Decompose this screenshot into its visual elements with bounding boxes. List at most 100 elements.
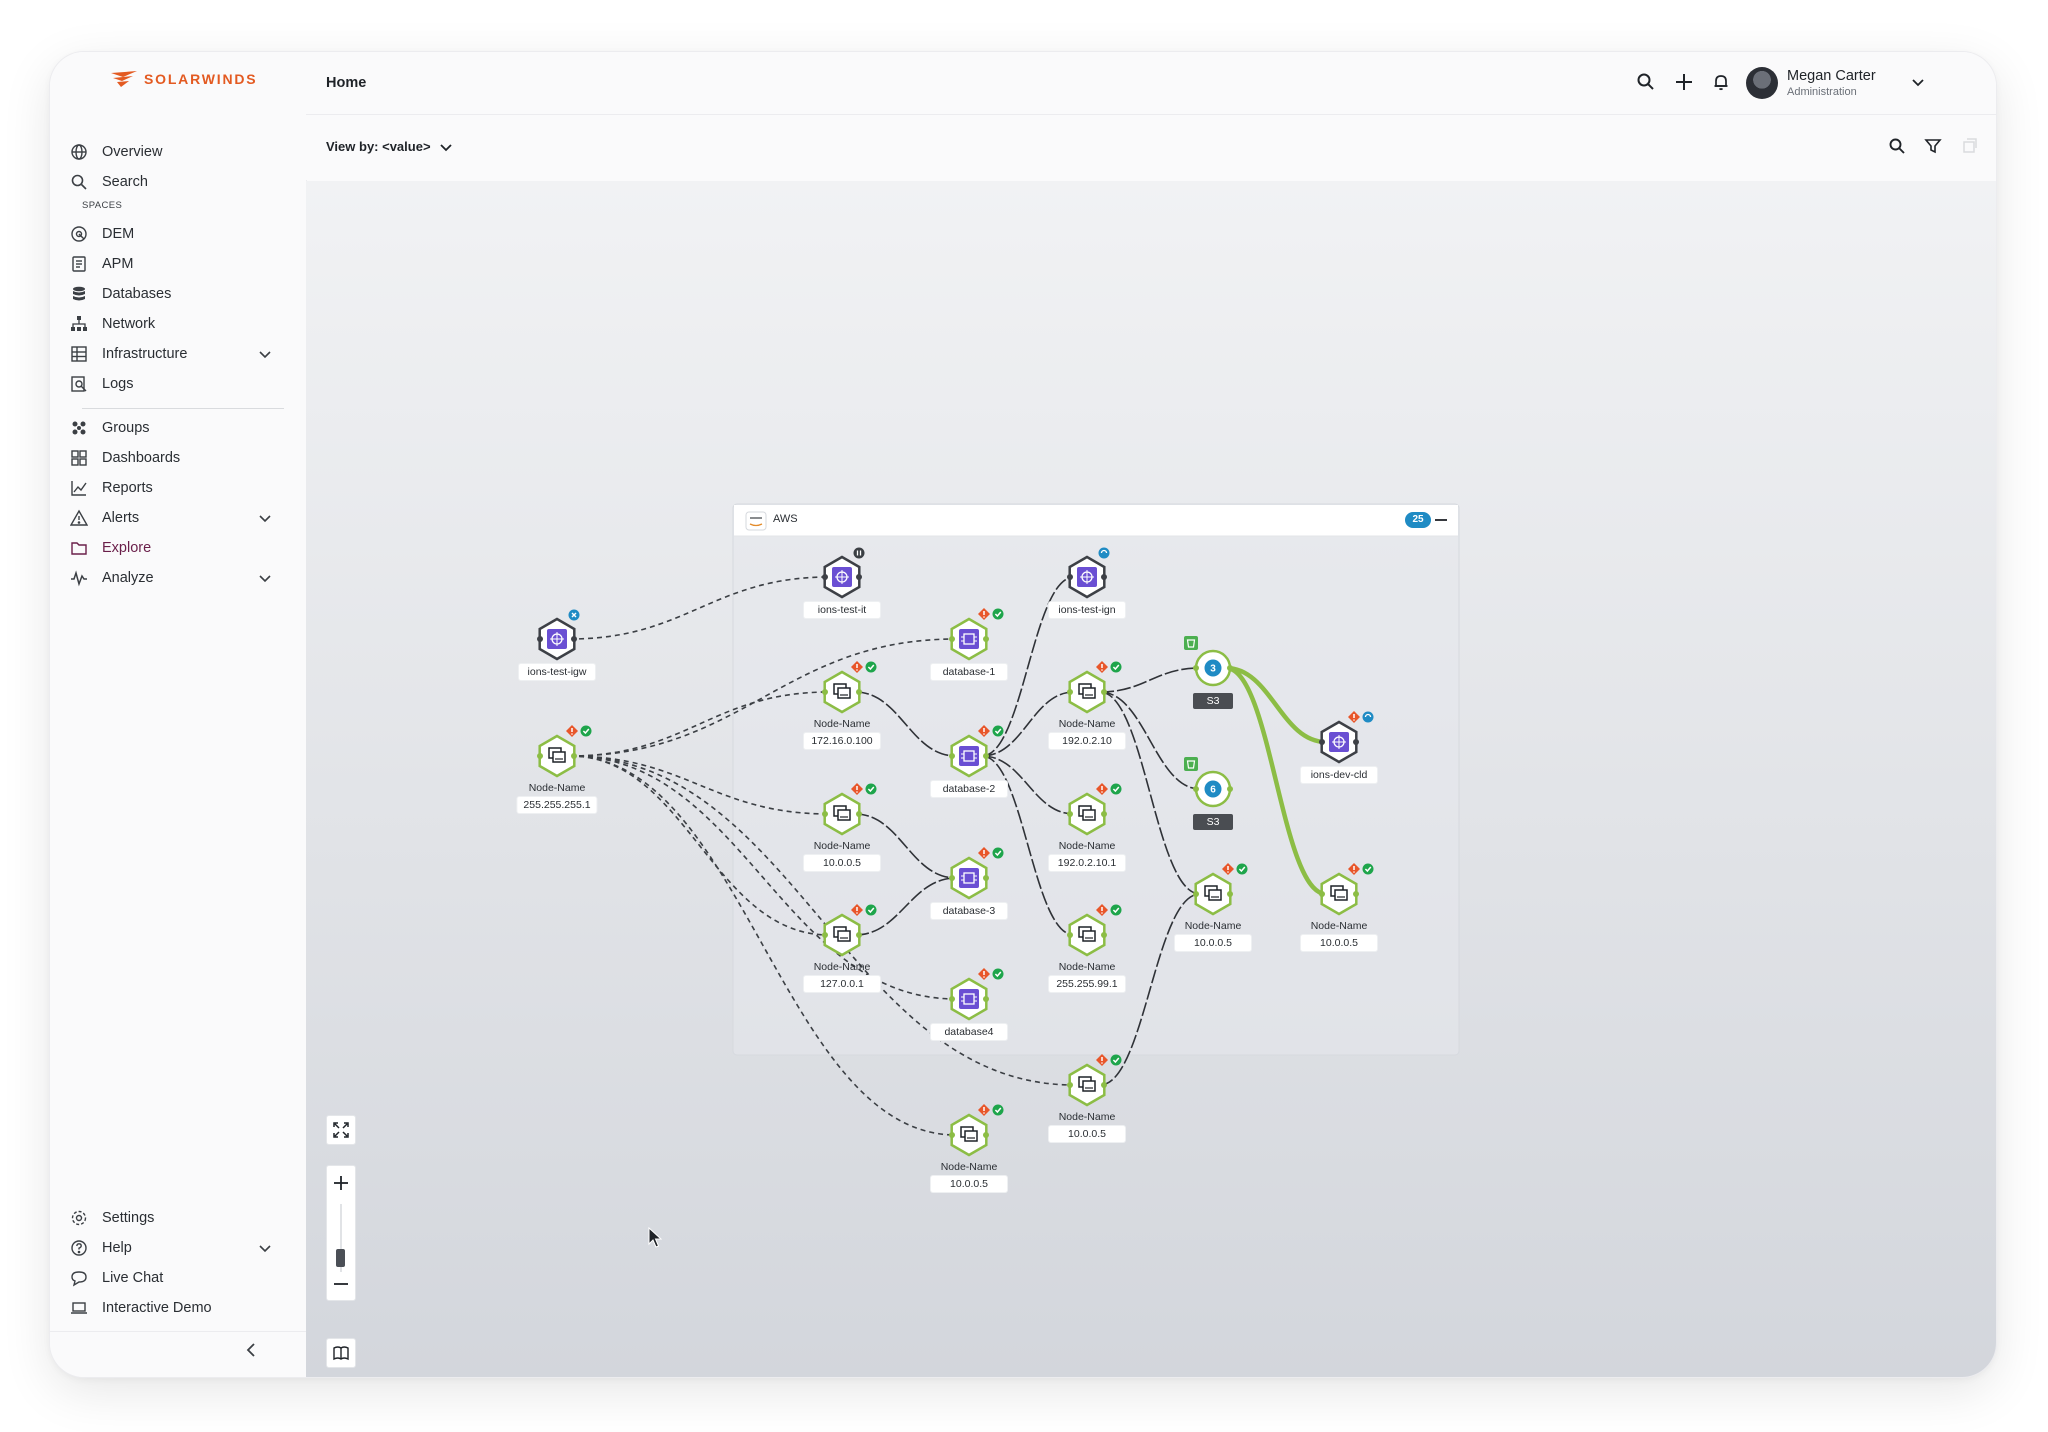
search-icon[interactable] [1636,72,1656,92]
database-icon [959,746,979,766]
zoom-out-icon[interactable] [332,1275,350,1293]
connection-edge[interactable] [854,877,957,936]
sidebar-item-dem[interactable]: DEM [70,220,294,248]
sidebar-item-live-chat[interactable]: Live Chat [70,1264,294,1292]
sidebar-item-search[interactable]: Search [70,168,294,196]
zoom-in-icon[interactable] [332,1174,350,1192]
add-icon[interactable] [1674,72,1694,92]
help-icon [71,1240,87,1256]
s3-bucket-icon [1184,757,1198,771]
chevron-down-icon[interactable] [1910,74,1926,90]
server-node[interactable] [1067,783,1122,836]
connection-edge[interactable] [1099,893,1201,1086]
connection-edge[interactable] [569,755,830,936]
brand-logo[interactable]: SOLARWINDS [109,69,257,89]
sidebar-item-help[interactable]: Help [70,1234,294,1262]
user-name[interactable]: Megan Carter [1787,68,1876,84]
filter-icon[interactable] [1924,137,1942,155]
solarwinds-logo-icon [111,71,137,87]
database-node[interactable] [949,725,1004,778]
topology-map[interactable]: 36 [306,181,1996,1377]
sidebar-item-dashboards[interactable]: Dashboards [70,444,294,472]
search-icon[interactable] [1888,137,1906,155]
fit-to-screen-button[interactable] [326,1115,356,1145]
chevron-down-icon[interactable] [258,511,272,525]
sidebar-item-explore[interactable]: Explore [70,534,294,562]
server-node[interactable] [1067,1054,1122,1107]
sidebar-item-groups[interactable]: Groups [70,414,294,442]
connection-edge[interactable] [569,638,957,757]
sidebar-item-databases[interactable]: Databases [70,280,294,308]
gateway-node[interactable] [537,609,580,661]
sidebar-item-infrastructure[interactable]: Infrastructure [70,340,294,368]
s3-node[interactable]: 3 [1184,636,1233,687]
connection-edge[interactable] [569,755,957,1136]
server-node[interactable] [1193,863,1248,916]
sidebar-item-interactive-demo[interactable]: Interactive Demo [70,1294,294,1322]
globe-icon [71,144,87,160]
sidebar-item-apm[interactable]: APM [70,250,294,278]
sidebar-item-alerts[interactable]: Alerts [70,504,294,532]
sidebar-item-analyze[interactable]: Analyze [70,564,294,592]
connection-edge[interactable] [1099,691,1201,790]
sidebar-item-label: DEM [102,226,135,242]
sidebar-item-network[interactable]: Network [70,310,294,338]
node-ip-label: 10.0.0.5 [1301,935,1377,951]
collapse-sidebar-icon[interactable] [243,1342,259,1358]
connection-edge[interactable] [1225,665,1327,745]
connection-edge[interactable] [1225,665,1327,897]
sidebar-item-label: Infrastructure [102,346,188,362]
server-node[interactable] [822,783,877,836]
database-node[interactable] [949,847,1004,900]
server-node[interactable] [822,661,877,714]
sidebar-item-settings[interactable]: Settings [70,1204,294,1232]
server-node[interactable] [949,1104,1004,1157]
ok-status-icon [1110,1054,1122,1066]
server-node[interactable] [822,904,877,957]
sidebar-item-label: Alerts [102,510,140,526]
layers-icon[interactable] [1961,137,1979,155]
bell-icon[interactable] [1711,72,1731,92]
sidebar-item-reports[interactable]: Reports [70,474,294,502]
ok-status-icon [992,1104,1004,1116]
map-legend-button[interactable] [326,1338,356,1368]
connection-edge[interactable] [854,691,957,757]
server-node[interactable] [1067,904,1122,957]
gateway-node[interactable] [1319,711,1374,764]
chevron-down-icon[interactable] [258,571,272,585]
connection-edge[interactable] [569,691,830,757]
aws-group-container[interactable] [732,503,1460,1056]
chevron-down-icon[interactable] [258,1241,272,1255]
avatar[interactable] [1746,67,1778,99]
server-node[interactable] [537,725,592,778]
s3-node[interactable]: 6 [1184,757,1233,808]
gateway-node[interactable] [822,547,865,599]
pulse-icon [71,570,87,587]
connection-edge[interactable] [1099,667,1201,693]
server-node[interactable] [1067,661,1122,714]
zoom-slider-track[interactable] [340,1204,342,1272]
network-icon [71,316,87,331]
connection-edge[interactable] [569,755,957,1000]
connection-edge[interactable] [569,755,1075,1086]
chevron-down-icon[interactable] [258,347,272,361]
alert-badge-icon [851,783,863,795]
zoom-slider-handle[interactable] [336,1249,345,1267]
server-node[interactable] [1319,863,1374,916]
connection-edge[interactable] [569,576,830,640]
alert-badge-icon [1096,1054,1108,1066]
sidebar-item-logs[interactable]: Logs [70,370,294,398]
database-node[interactable] [949,608,1004,661]
connection-edge[interactable] [981,576,1075,757]
connection-edge[interactable] [981,691,1075,757]
view-by-dropdown[interactable]: View by: <value> [326,139,453,154]
database-node[interactable] [949,968,1004,1021]
connection-edge[interactable] [981,755,1075,936]
connection-edge[interactable] [1099,691,1201,895]
gateway-node[interactable] [1067,547,1110,599]
connection-edge[interactable] [569,755,830,815]
connection-edge[interactable] [981,755,1075,815]
connection-edge[interactable] [854,813,957,879]
sidebar-item-overview[interactable]: Overview [70,138,294,166]
